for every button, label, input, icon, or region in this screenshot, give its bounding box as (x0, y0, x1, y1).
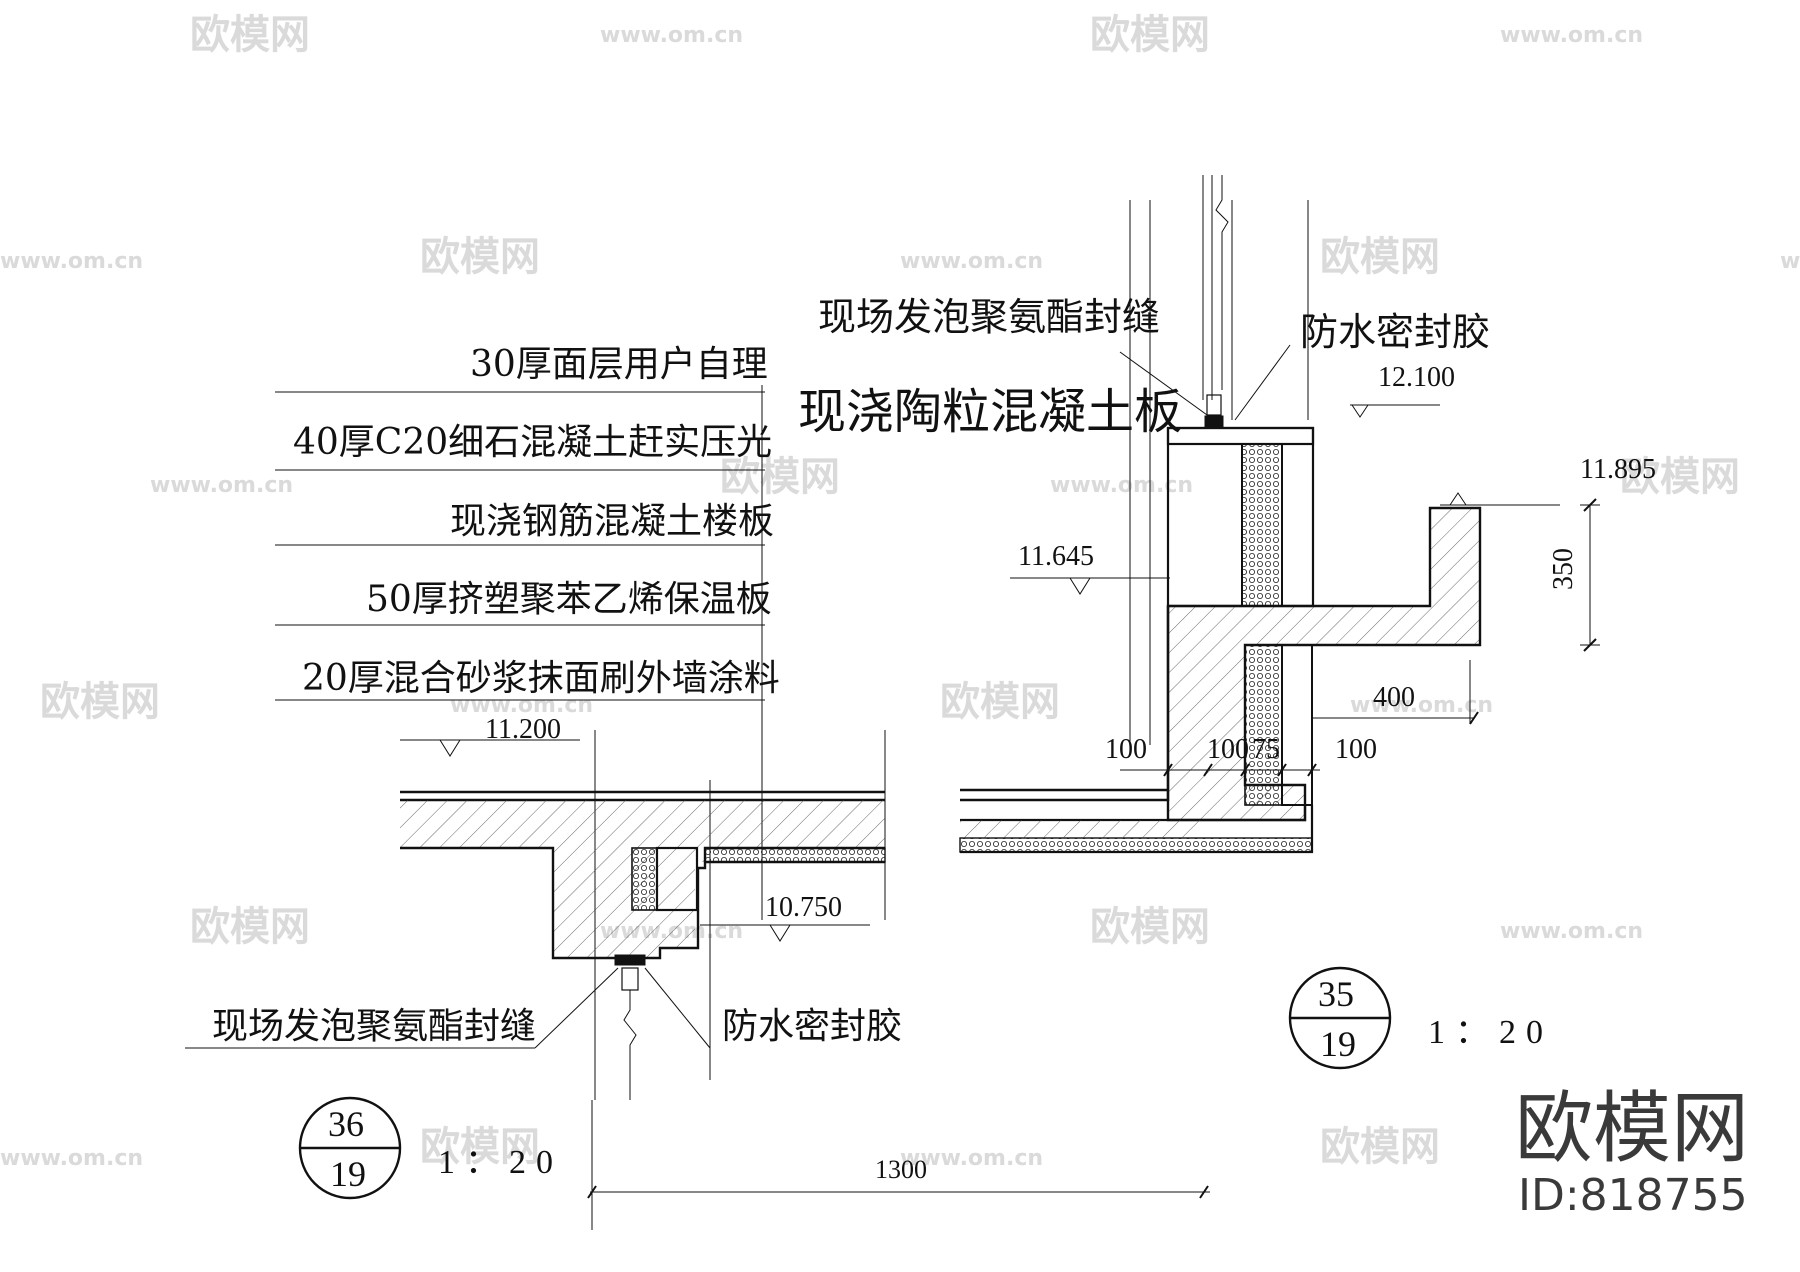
right-detail (959, 175, 1600, 854)
watermark-url-10: www.om.cn (1500, 919, 1643, 944)
elevation-12100: 12.100 (1378, 362, 1455, 393)
detail-right-sheet: 19 (1320, 1024, 1356, 1064)
brand-id: ID:818755 (1518, 1170, 1748, 1221)
watermark-url-2: www.om.cn (0, 249, 143, 274)
dim-100-c: 100 (1335, 734, 1377, 765)
dim-350: 350 (1548, 548, 1579, 590)
detail-mark-right (1288, 966, 1392, 1070)
label-left-sealant-bottom: 现场发泡聚氨酯封缝 (212, 1006, 536, 1047)
detail-right-scale: 1：20 (1428, 1014, 1553, 1051)
watermark-layer: 欧模网欧模网欧模网欧模网欧模网欧模网欧模网欧模网欧模网欧模网欧模网欧模网欧模网w… (0, 12, 1800, 1171)
watermark-logo-11: 欧模网 (420, 1124, 540, 1170)
watermark-url-5: www.om.cn (150, 473, 293, 498)
watermark-url-12: www.om.cn (900, 1146, 1043, 1171)
watermark-logo-3: 欧模网 (1320, 234, 1440, 280)
watermark-logo-7: 欧模网 (940, 679, 1060, 725)
watermark-url-1: www.om.cn (1500, 23, 1643, 48)
label-waterproof-top: 防水密封胶 (1300, 310, 1490, 354)
watermark-url-7: www.om.cn (450, 693, 593, 718)
detail-left-number: 36 (328, 1104, 364, 1144)
label-layer-5: 20厚混合砂浆抹面刷外墙涂料 (302, 658, 780, 699)
watermark-url-3: www.om.cn (900, 249, 1043, 274)
watermark-logo-1: 欧模网 (1090, 12, 1210, 58)
watermark-logo-5: 欧模网 (1620, 454, 1740, 500)
elevation-11200: 11.200 (485, 714, 561, 745)
watermark-url-4: www.om.cn (1780, 249, 1800, 274)
watermark-url-6: www.om.cn (1050, 473, 1193, 498)
detail-left-sheet: 19 (330, 1154, 366, 1194)
detail-left-scale: 1：20 (438, 1144, 563, 1181)
brand-watermark: 欧模网 (1515, 1084, 1749, 1174)
dim-400: 400 (1373, 682, 1415, 713)
detail-right-number: 35 (1318, 974, 1354, 1014)
label-ceramsite-slab: 现浇陶粒混凝土板 (798, 384, 1182, 440)
watermark-logo-10: 欧模网 (1090, 904, 1210, 950)
label-layer-3: 现浇钢筋混凝土楼板 (450, 501, 774, 542)
dim-100-b: 100 (1207, 734, 1249, 765)
watermark-logos: 欧模网欧模网欧模网欧模网欧模网欧模网欧模网欧模网欧模网欧模网欧模网欧模网欧模网w… (0, 12, 1800, 1171)
elevation-11645: 11.645 (1018, 541, 1094, 572)
dim-1300: 1300 (875, 1155, 927, 1184)
label-layer-1: 30厚面层用户自理 (470, 344, 768, 385)
watermark-logo-4: 欧模网 (720, 454, 840, 500)
watermark-logo-9: 欧模网 (190, 904, 310, 950)
dim-75: 75 (1252, 734, 1280, 765)
watermark-url-11: www.om.cn (0, 1146, 143, 1171)
watermark-url-0: www.om.cn (600, 23, 743, 48)
label-left-sealant-top: 现场发泡聚氨酯封缝 (818, 295, 1160, 339)
watermark-logo-6: 欧模网 (40, 679, 160, 725)
watermark-logo-0: 欧模网 (190, 12, 310, 58)
elevation-11895: 11.895 (1580, 454, 1656, 485)
label-layer-2: 40厚C20细石混凝土赶实压光 (293, 422, 772, 463)
elevation-10750: 10.750 (765, 892, 842, 923)
left-detail (185, 385, 1210, 1230)
dim-100-a: 100 (1105, 734, 1147, 765)
detail-mark-left (298, 1096, 402, 1200)
watermark-logo-2: 欧模网 (420, 234, 540, 280)
watermark-logo-12: 欧模网 (1320, 1124, 1440, 1170)
label-waterproof-bottom: 防水密封胶 (722, 1006, 902, 1047)
watermark-url-8: www.om.cn (1350, 693, 1493, 718)
label-layer-4: 50厚挤塑聚苯乙烯保温板 (366, 579, 772, 620)
